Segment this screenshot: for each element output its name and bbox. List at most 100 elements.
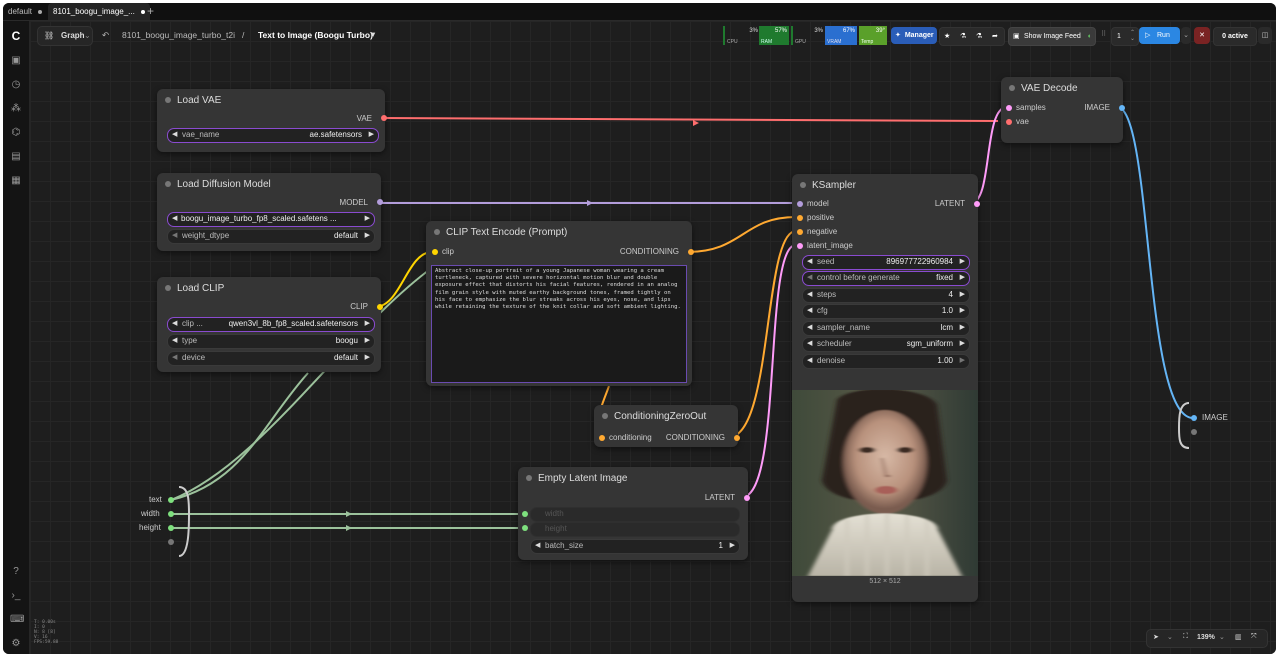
flask-alt-icon[interactable]: ⚗ — [976, 33, 983, 40]
arrow-right-icon[interactable]: ▶ — [368, 131, 374, 138]
node-clip-text-encode[interactable]: CLIP Text Encode (Prompt) clip CONDITION… — [426, 221, 694, 386]
arrow-right-icon[interactable]: ▶ — [959, 291, 965, 298]
output-slot-clip[interactable] — [377, 304, 383, 310]
input-slot-latent-image[interactable] — [797, 243, 803, 249]
node-header[interactable]: Load Diffusion Model — [157, 173, 381, 195]
output-slot-conditioning[interactable] — [688, 249, 694, 255]
models-icon[interactable]: ⌬ — [11, 127, 21, 138]
node-collapse-dot-icon[interactable] — [165, 181, 171, 187]
share-icon[interactable]: ➦ — [992, 33, 998, 40]
keyboard-icon[interactable]: ⌨ — [10, 614, 25, 625]
arrow-left-icon[interactable]: ◀ — [807, 291, 813, 298]
drag-handle-icon[interactable]: ⠿ — [1101, 31, 1107, 38]
subgraph-output-empty[interactable] — [1191, 429, 1197, 435]
output-slot-latent[interactable] — [744, 495, 750, 501]
node-collapse-dot-icon[interactable] — [800, 182, 806, 188]
arrow-left-icon[interactable]: ◀ — [807, 307, 813, 314]
chevron-down-icon[interactable]: ⌄ — [1219, 634, 1225, 641]
input-slot-clip[interactable] — [432, 249, 438, 255]
arrow-left-icon[interactable]: ◀ — [807, 357, 813, 364]
node-ksampler[interactable]: KSampler model LATENT positive negative … — [792, 174, 980, 602]
nodes-icon[interactable]: ⁂ — [11, 103, 21, 114]
history-icon[interactable]: ◷ — [11, 79, 21, 90]
manager-button[interactable]: ✦ Manager — [891, 27, 937, 44]
input-slot-conditioning[interactable] — [599, 435, 605, 441]
arrow-right-icon[interactable]: ▶ — [364, 215, 370, 222]
input-slot-negative[interactable] — [797, 229, 803, 235]
unet-name-combo[interactable]: ◀boogu_image_turbo_fp8_scaled.safetens .… — [167, 212, 375, 227]
node-collapse-dot-icon[interactable] — [602, 413, 608, 419]
arrow-left-icon[interactable]: ◀ — [535, 542, 541, 549]
breadcrumb-workflow[interactable]: 8101_boogu_image_turbo_t2i — [122, 30, 235, 40]
arrow-right-icon[interactable]: ▶ — [959, 357, 965, 364]
input-slot-width[interactable] — [522, 511, 528, 517]
zoom-level[interactable]: 139% — [1197, 634, 1215, 641]
subgraph-input-text[interactable] — [168, 497, 174, 503]
graph-mode-button[interactable]: ⛓ Graph ⌄ — [37, 26, 93, 46]
arrow-left-icon[interactable]: ◀ — [807, 258, 813, 265]
arrow-left-icon[interactable]: ◀ — [807, 324, 813, 331]
node-header[interactable]: Empty Latent Image — [518, 467, 748, 489]
arrow-left-icon[interactable]: ◀ — [172, 354, 178, 361]
node-vae-decode[interactable]: VAE Decode samples vae IMAGE — [1001, 77, 1125, 143]
subgraph-input-empty[interactable] — [168, 539, 174, 545]
run-options-chevron-icon[interactable]: ⌄ — [1181, 27, 1191, 44]
node-load-clip[interactable]: Load CLIP CLIP ◀clip ...qwen3vl_8b_fp8_s… — [157, 277, 383, 372]
stepper-down-icon[interactable]: ⌄ — [1129, 36, 1135, 42]
breadcrumb-subgraph[interactable]: Text to Image (Boogu Turbo) — [258, 30, 373, 40]
flask-icon[interactable]: ⚗ — [960, 33, 967, 40]
node-load-diffusion-model[interactable]: Load Diffusion Model MODEL ◀boogu_image_… — [157, 173, 383, 251]
run-button[interactable]: ▷ Run — [1139, 27, 1180, 44]
output-slot-model[interactable] — [377, 199, 383, 205]
arrow-left-icon[interactable]: ◀ — [807, 340, 813, 347]
active-queue-button[interactable]: 0 active — [1213, 27, 1257, 46]
clip-name-combo[interactable]: ◀clip ...qwen3vl_8b_fp8_scaled.safetenso… — [167, 317, 375, 332]
arrow-right-icon[interactable]: ▶ — [364, 320, 370, 327]
input-slot-height[interactable] — [522, 525, 528, 531]
cancel-run-button[interactable]: ✕ — [1194, 27, 1210, 44]
chevron-down-icon[interactable]: ▾ — [371, 29, 376, 39]
arrow-right-icon[interactable]: ▶ — [364, 337, 370, 344]
output-slot-image[interactable] — [1119, 105, 1125, 111]
arrow-left-icon[interactable]: ◀ — [172, 131, 178, 138]
images-icon[interactable]: ▣ — [11, 55, 21, 66]
input-slot-samples[interactable] — [1006, 105, 1012, 111]
node-conditioning-zero-out[interactable]: ConditioningZeroOut conditioning CONDITI… — [594, 405, 740, 447]
node-header[interactable]: CLIP Text Encode (Prompt) — [426, 221, 692, 243]
arrow-right-icon[interactable]: ▶ — [959, 340, 965, 347]
node-header[interactable]: VAE Decode — [1001, 77, 1123, 99]
input-slot-model[interactable] — [797, 201, 803, 207]
arrow-left-icon[interactable]: ◀ — [172, 320, 178, 327]
terminal-icon[interactable]: ›_ — [11, 590, 21, 601]
queue-count-stepper[interactable]: 1 ⌃ ⌄ — [1111, 27, 1139, 46]
comfy-logo-icon[interactable]: C — [11, 29, 21, 43]
fit-view-icon[interactable]: ⛶ — [1183, 633, 1188, 640]
prompt-textarea[interactable]: Abstract close-up portrait of a young Ja… — [431, 265, 687, 383]
help-icon[interactable]: ? — [13, 566, 19, 577]
arrow-right-icon[interactable]: ▶ — [729, 542, 735, 549]
output-slot-vae[interactable] — [381, 115, 387, 121]
subgraph-output-image[interactable] — [1191, 415, 1197, 421]
minimap-icon[interactable]: ▥ — [1235, 634, 1242, 641]
node-collapse-dot-icon[interactable] — [165, 285, 171, 291]
input-slot-vae[interactable] — [1006, 119, 1012, 125]
node-header[interactable]: Load CLIP — [157, 277, 381, 299]
arrow-right-icon[interactable]: ▶ — [364, 232, 370, 239]
node-collapse-dot-icon[interactable] — [434, 229, 440, 235]
node-header[interactable]: KSampler — [792, 174, 978, 196]
star-icon[interactable]: ★ — [944, 33, 951, 40]
arrow-right-icon[interactable]: ▶ — [959, 274, 965, 281]
show-image-feed-button[interactable]: ▣ Show Image Feed ◐ — [1008, 27, 1096, 46]
link-visibility-icon[interactable]: ⤧ — [1251, 633, 1257, 640]
tab-workflow[interactable]: 8101_boogu_image_... — [48, 3, 150, 20]
subgraph-input-width[interactable] — [168, 511, 174, 517]
node-collapse-dot-icon[interactable] — [165, 97, 171, 103]
